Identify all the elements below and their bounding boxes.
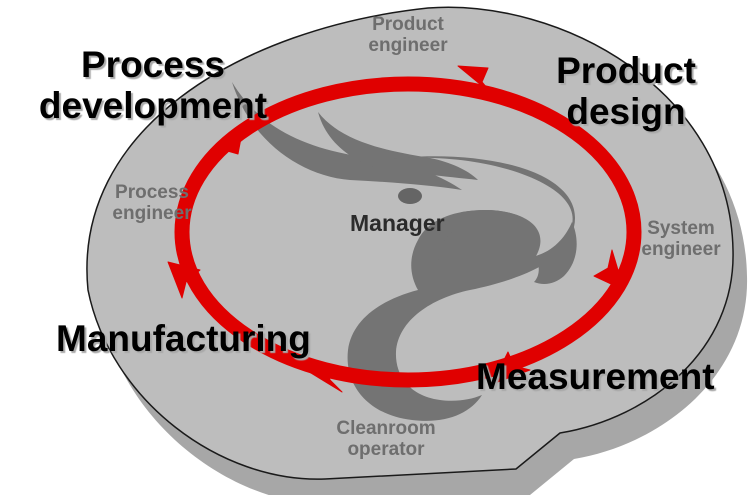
activity-product-design: Product design [556, 50, 696, 133]
eagle-emblem [232, 82, 577, 421]
activity-manufacturing: Manufacturing [56, 318, 311, 359]
emblem-beak [534, 222, 577, 284]
arrowhead-top [457, 65, 493, 95]
arrowhead-right [593, 249, 625, 291]
arrowhead-top-left [211, 121, 245, 159]
emblem-head [347, 156, 575, 421]
role-system-engineer: System engineer [641, 218, 721, 261]
cycle-ring [174, 76, 642, 388]
activity-measurement: Measurement [476, 356, 715, 397]
emblem-crest [232, 82, 462, 190]
activity-process-development: Process development [38, 44, 268, 127]
cycle-arrowheads [167, 65, 625, 393]
role-process-engineer: Process engineer [112, 182, 192, 225]
emblem-neck [436, 210, 524, 262]
role-product-engineer: Product engineer [368, 14, 448, 57]
role-manager: Manager [350, 210, 445, 236]
arrowhead-bottom-left [305, 363, 343, 393]
emblem-eye [398, 188, 422, 204]
emblem-crest-2 [318, 112, 478, 180]
arrowhead-bottom-right [491, 351, 531, 385]
arrowhead-left [167, 261, 201, 299]
role-cleanroom-operator: Cleanroom operator [336, 418, 436, 461]
